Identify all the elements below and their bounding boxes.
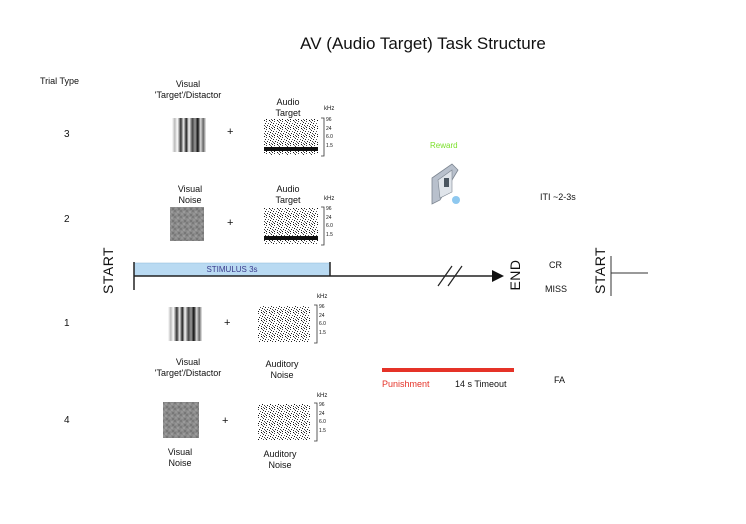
punishment-bar [382,368,514,372]
trial-number-4: 4 [64,415,70,426]
plus-sign-3: + [227,126,234,138]
trial-number-1: 1 [64,318,70,329]
stimulus-label: STIMULUS 3s [206,265,258,274]
break-mark-b [447,265,463,287]
trial-type-header: Trial Type [40,76,80,86]
break-mark-a [437,265,453,287]
visual-grating-1 [168,307,202,341]
plus-sign-2: + [227,217,234,229]
outcome-miss: MISS [545,284,568,294]
spectrogram-noise-4 [258,402,318,442]
timeline-arrowhead [492,270,504,282]
outcome-fa: FA [554,375,566,385]
start-label-right: START [592,246,608,294]
iti-label: ITI ~2-3s [540,192,576,202]
punishment-label: Punishment [382,379,430,389]
reward-label: Reward [430,141,458,150]
trial-number-2: 2 [64,214,70,225]
outcome-cr: CR [549,260,562,270]
lick-spout-icon [431,163,460,205]
spectrogram-audio-target-3 [264,117,325,157]
khz-unit-3: kHz [324,106,335,112]
khz-unit-1: kHz [317,294,328,300]
spectrogram-audio-target-2 [264,206,325,246]
plus-sign-1: + [224,317,231,329]
spectrogram-noise-1 [258,304,318,344]
plus-sign-4: + [222,415,229,427]
diagram-title: AV (Audio Target) Task Structure [300,34,546,53]
visual-noise-patch-4 [163,402,199,438]
visual-target-label-1: Visual'Target'/Distactor [154,357,222,378]
end-label: END [507,259,523,291]
visual-grating-3 [172,118,206,152]
timeout-label: 14 s Timeout [455,379,507,389]
start-label-left: START [100,246,116,294]
khz-unit-2: kHz [324,196,335,202]
visual-target-label-top: Visual'Target'/Distactor [154,79,222,100]
trial-number-3: 3 [64,129,70,140]
visual-noise-patch-2 [170,207,204,241]
khz-unit-4: kHz [317,393,328,399]
